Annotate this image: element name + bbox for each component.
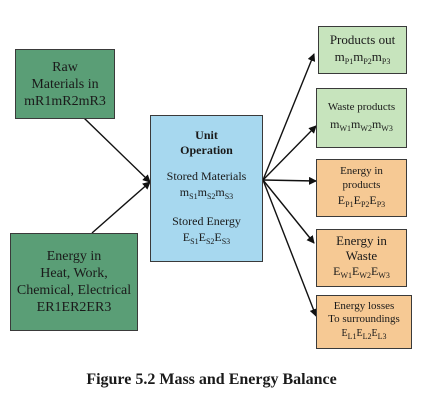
energy-in-box: Energy in Heat, Work, Chemical, Electric… (10, 233, 138, 331)
unit-operation-title-line1: Unit (195, 127, 218, 142)
symbol: mW2 (351, 117, 372, 133)
symbol: EP3 (369, 192, 386, 209)
stored-energy-symbols: ES1ES2ES3 (183, 229, 230, 250)
raw-materials-symbols: mR1mR2mR3 (24, 93, 106, 109)
figure-caption: Figure 5.2 Mass and Energy Balance (86, 371, 337, 388)
unit-operation-title-line2: Operation (180, 142, 233, 157)
symbol: EL1 (341, 327, 357, 341)
arrow-to-energy-products (262, 176, 317, 185)
symbol: mW3 (371, 117, 393, 133)
energy-in-products-symbols: EP1EP2EP3 (338, 192, 385, 213)
symbol: mS1 (179, 184, 198, 201)
energy-in-products-line1: Energy in (340, 164, 383, 177)
waste-products-label: Waste products (327, 101, 396, 113)
energy-in-line2: Heat, Work, (40, 266, 108, 281)
symbol: mS2 (197, 184, 216, 201)
symbol: mP2 (353, 48, 372, 66)
arrow-to-products-out (262, 53, 316, 181)
stored-energy-label: Stored Energy (172, 213, 241, 228)
energy-in-products-line2: products (342, 178, 381, 191)
symbol: EW3 (370, 263, 390, 280)
energy-losses-symbols: EL1EL2EL3 (342, 326, 387, 345)
arrow-to-waste-products (262, 125, 317, 181)
products-out-label: Products out (329, 31, 396, 47)
arrow-energy-to-unit (91, 181, 151, 234)
products-out-symbols: mP1mP2mP3 (335, 48, 391, 70)
stored-materials-label: Stored Materials (166, 168, 247, 183)
energy-in-products-box: Energy in products EP1EP2EP3 (316, 159, 407, 217)
products-out-box: Products out mP1mP2mP3 (318, 26, 407, 74)
energy-in-waste-symbols: EW1EW2EW3 (333, 263, 390, 284)
symbol: EW2 (352, 263, 371, 280)
symbol: EL2 (356, 327, 372, 341)
symbol: ES2 (198, 229, 215, 246)
arrow-raw-to-unit (83, 117, 151, 183)
energy-in-waste-line1: Energy in (336, 232, 387, 248)
raw-materials-line2: Materials in (31, 76, 99, 92)
energy-in-symbols: ER1ER2ER3 (36, 300, 112, 315)
arrow-to-energy-losses (262, 179, 318, 317)
symbol: EP1 (337, 192, 354, 209)
raw-materials-box: Raw Materials in mR1mR2mR3 (15, 49, 115, 119)
symbol: EP2 (353, 192, 370, 209)
symbol: ES1 (182, 229, 199, 246)
arrow-to-energy-waste (262, 179, 315, 244)
waste-products-symbols: mW1mW2mW3 (330, 116, 393, 137)
energy-in-line3: Chemical, Electrical (16, 283, 132, 298)
energy-in-waste-line2: Waste (345, 247, 378, 263)
waste-products-box: Waste products mW1mW2mW3 (316, 88, 407, 148)
symbol: mS3 (215, 184, 234, 201)
energy-in-line1: Energy in (46, 249, 102, 264)
energy-in-waste-box: Energy in Waste EW1EW2EW3 (316, 229, 407, 287)
raw-materials-line1: Raw (52, 59, 78, 75)
symbol: ES3 (214, 229, 231, 246)
energy-losses-box: Energy losses To surroundings EL1EL2EL3 (316, 295, 412, 349)
unit-operation-box: Unit Operation Stored Materials mS1mS2mS… (150, 115, 263, 262)
symbol: mP1 (334, 48, 354, 66)
energy-losses-line2: To surroundings (328, 312, 400, 325)
symbol: mW1 (330, 117, 352, 133)
symbol: EW1 (333, 263, 353, 280)
symbol: mP3 (371, 48, 391, 66)
stored-materials-symbols: mS1mS2mS3 (180, 184, 233, 205)
energy-losses-line1: Energy losses (333, 299, 395, 312)
symbol: EL3 (371, 327, 387, 341)
